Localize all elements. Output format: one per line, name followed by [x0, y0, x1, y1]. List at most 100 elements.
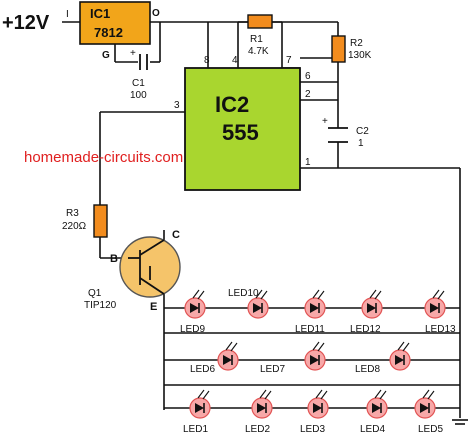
ic2-pin-2: 2	[305, 89, 311, 100]
led3-label: LED3	[300, 424, 325, 435]
ic2-pin-6: 6	[305, 71, 311, 82]
led13-symbol	[424, 289, 446, 319]
q1-pin-b: B	[110, 253, 118, 265]
ic1-block	[79, 1, 151, 45]
led9-light-arrow-2	[197, 290, 205, 300]
r2-name: R2	[350, 38, 363, 49]
led4-light-arrow-2	[379, 390, 387, 400]
led13-light-arrow-2	[437, 290, 445, 300]
c1-plus: +	[130, 48, 136, 59]
led3-light-arrow-1	[315, 389, 323, 399]
led6-light-arrow-1	[225, 341, 233, 351]
led5-diode	[420, 403, 429, 413]
led9-symbol	[184, 289, 206, 319]
led5-light-arrow-2	[427, 390, 435, 400]
ic2-pin-8: 8	[204, 55, 210, 66]
led7-light-arrow-1	[312, 341, 320, 351]
ground-symbols	[452, 419, 468, 425]
led7-light-arrow-2	[317, 342, 325, 352]
ic2-pin-7: 7	[286, 55, 292, 66]
led1-symbol	[189, 389, 211, 419]
r2-value: 130K	[348, 50, 372, 61]
q1-name: Q1	[88, 288, 102, 299]
c2-plus: +	[322, 116, 328, 127]
led9-label: LED9	[180, 324, 205, 335]
led3-symbol	[307, 389, 329, 419]
ic2-block	[184, 67, 301, 191]
ic2-pin-1: 1	[305, 157, 311, 168]
led7-label: LED7	[260, 364, 285, 375]
led10-symbol	[247, 289, 269, 319]
led2-symbol	[251, 389, 273, 419]
led12-diode	[367, 303, 376, 313]
led4-light-arrow-1	[374, 389, 382, 399]
ic1-name: IC1	[90, 6, 110, 21]
led8-label: LED8	[355, 364, 380, 375]
q1-part: TIP120	[84, 300, 117, 311]
led11-label: LED11	[295, 324, 325, 335]
led2-light-arrow-2	[264, 390, 272, 400]
led2-diode	[257, 403, 266, 413]
resistor-r3	[93, 204, 108, 238]
resistor-r1	[247, 14, 273, 29]
led8-symbol	[389, 341, 411, 371]
led1-label: LED1	[183, 424, 208, 435]
led6-label: LED6	[190, 364, 215, 375]
led5-symbol	[414, 389, 436, 419]
led11-symbol	[304, 289, 326, 319]
led1-light-arrow-2	[202, 390, 210, 400]
led4-diode	[372, 403, 381, 413]
c2-value: 1	[358, 138, 364, 149]
led12-symbol	[361, 289, 383, 319]
led1-diode	[195, 403, 204, 413]
led8-diode	[395, 355, 404, 365]
led11-light-arrow-2	[317, 290, 325, 300]
ic2-part: 555	[222, 120, 259, 145]
led3-diode	[313, 403, 322, 413]
led13-label: LED13	[425, 324, 456, 335]
led2-label: LED2	[245, 424, 270, 435]
led12-light-arrow-1	[369, 289, 377, 299]
c2-name: C2	[356, 126, 369, 137]
led7-diode	[310, 355, 319, 365]
ic2-pin-4: 4	[232, 55, 238, 66]
led8-light-arrow-2	[402, 342, 410, 352]
r1-name: R1	[250, 34, 263, 45]
r1-value: 4.7K	[248, 46, 269, 57]
led6-symbol	[217, 341, 239, 371]
led10-label: LED10	[228, 288, 259, 299]
led6-diode	[223, 355, 232, 365]
led4-symbol	[366, 389, 388, 419]
ic2-name: IC2	[215, 92, 249, 117]
led4-label: LED4	[360, 424, 385, 435]
capacitor-c1	[139, 54, 148, 70]
led9-diode	[190, 303, 199, 313]
ic1-pin-output: O	[152, 8, 160, 19]
ic1-part: 7812	[94, 25, 123, 40]
led13-light-arrow-1	[432, 289, 440, 299]
q1-pin-c: C	[172, 229, 180, 241]
led8-light-arrow-1	[397, 341, 405, 351]
led2-light-arrow-1	[259, 389, 267, 399]
led5-light-arrow-1	[422, 389, 430, 399]
resistor-r2	[331, 35, 346, 63]
led11-light-arrow-1	[312, 289, 320, 299]
ic2-pin-3: 3	[174, 100, 180, 111]
led6-light-arrow-2	[230, 342, 238, 352]
led9-light-arrow-1	[192, 289, 200, 299]
supply-label: +12V	[2, 12, 50, 34]
led3-light-arrow-2	[320, 390, 328, 400]
ic1-pin-ground: G	[102, 50, 110, 61]
led12-label: LED12	[350, 324, 381, 335]
led5-label: LED5	[418, 424, 443, 435]
led10-diode	[253, 303, 262, 313]
q1-pin-e: E	[150, 301, 157, 313]
c1-name: C1	[132, 78, 145, 89]
r3-value: 220Ω	[62, 221, 87, 232]
led-array	[184, 289, 446, 419]
r3-name: R3	[66, 208, 79, 219]
watermark-text: homemade-circuits.com	[24, 149, 183, 166]
capacitor-c2	[328, 127, 348, 143]
led12-light-arrow-2	[374, 290, 382, 300]
